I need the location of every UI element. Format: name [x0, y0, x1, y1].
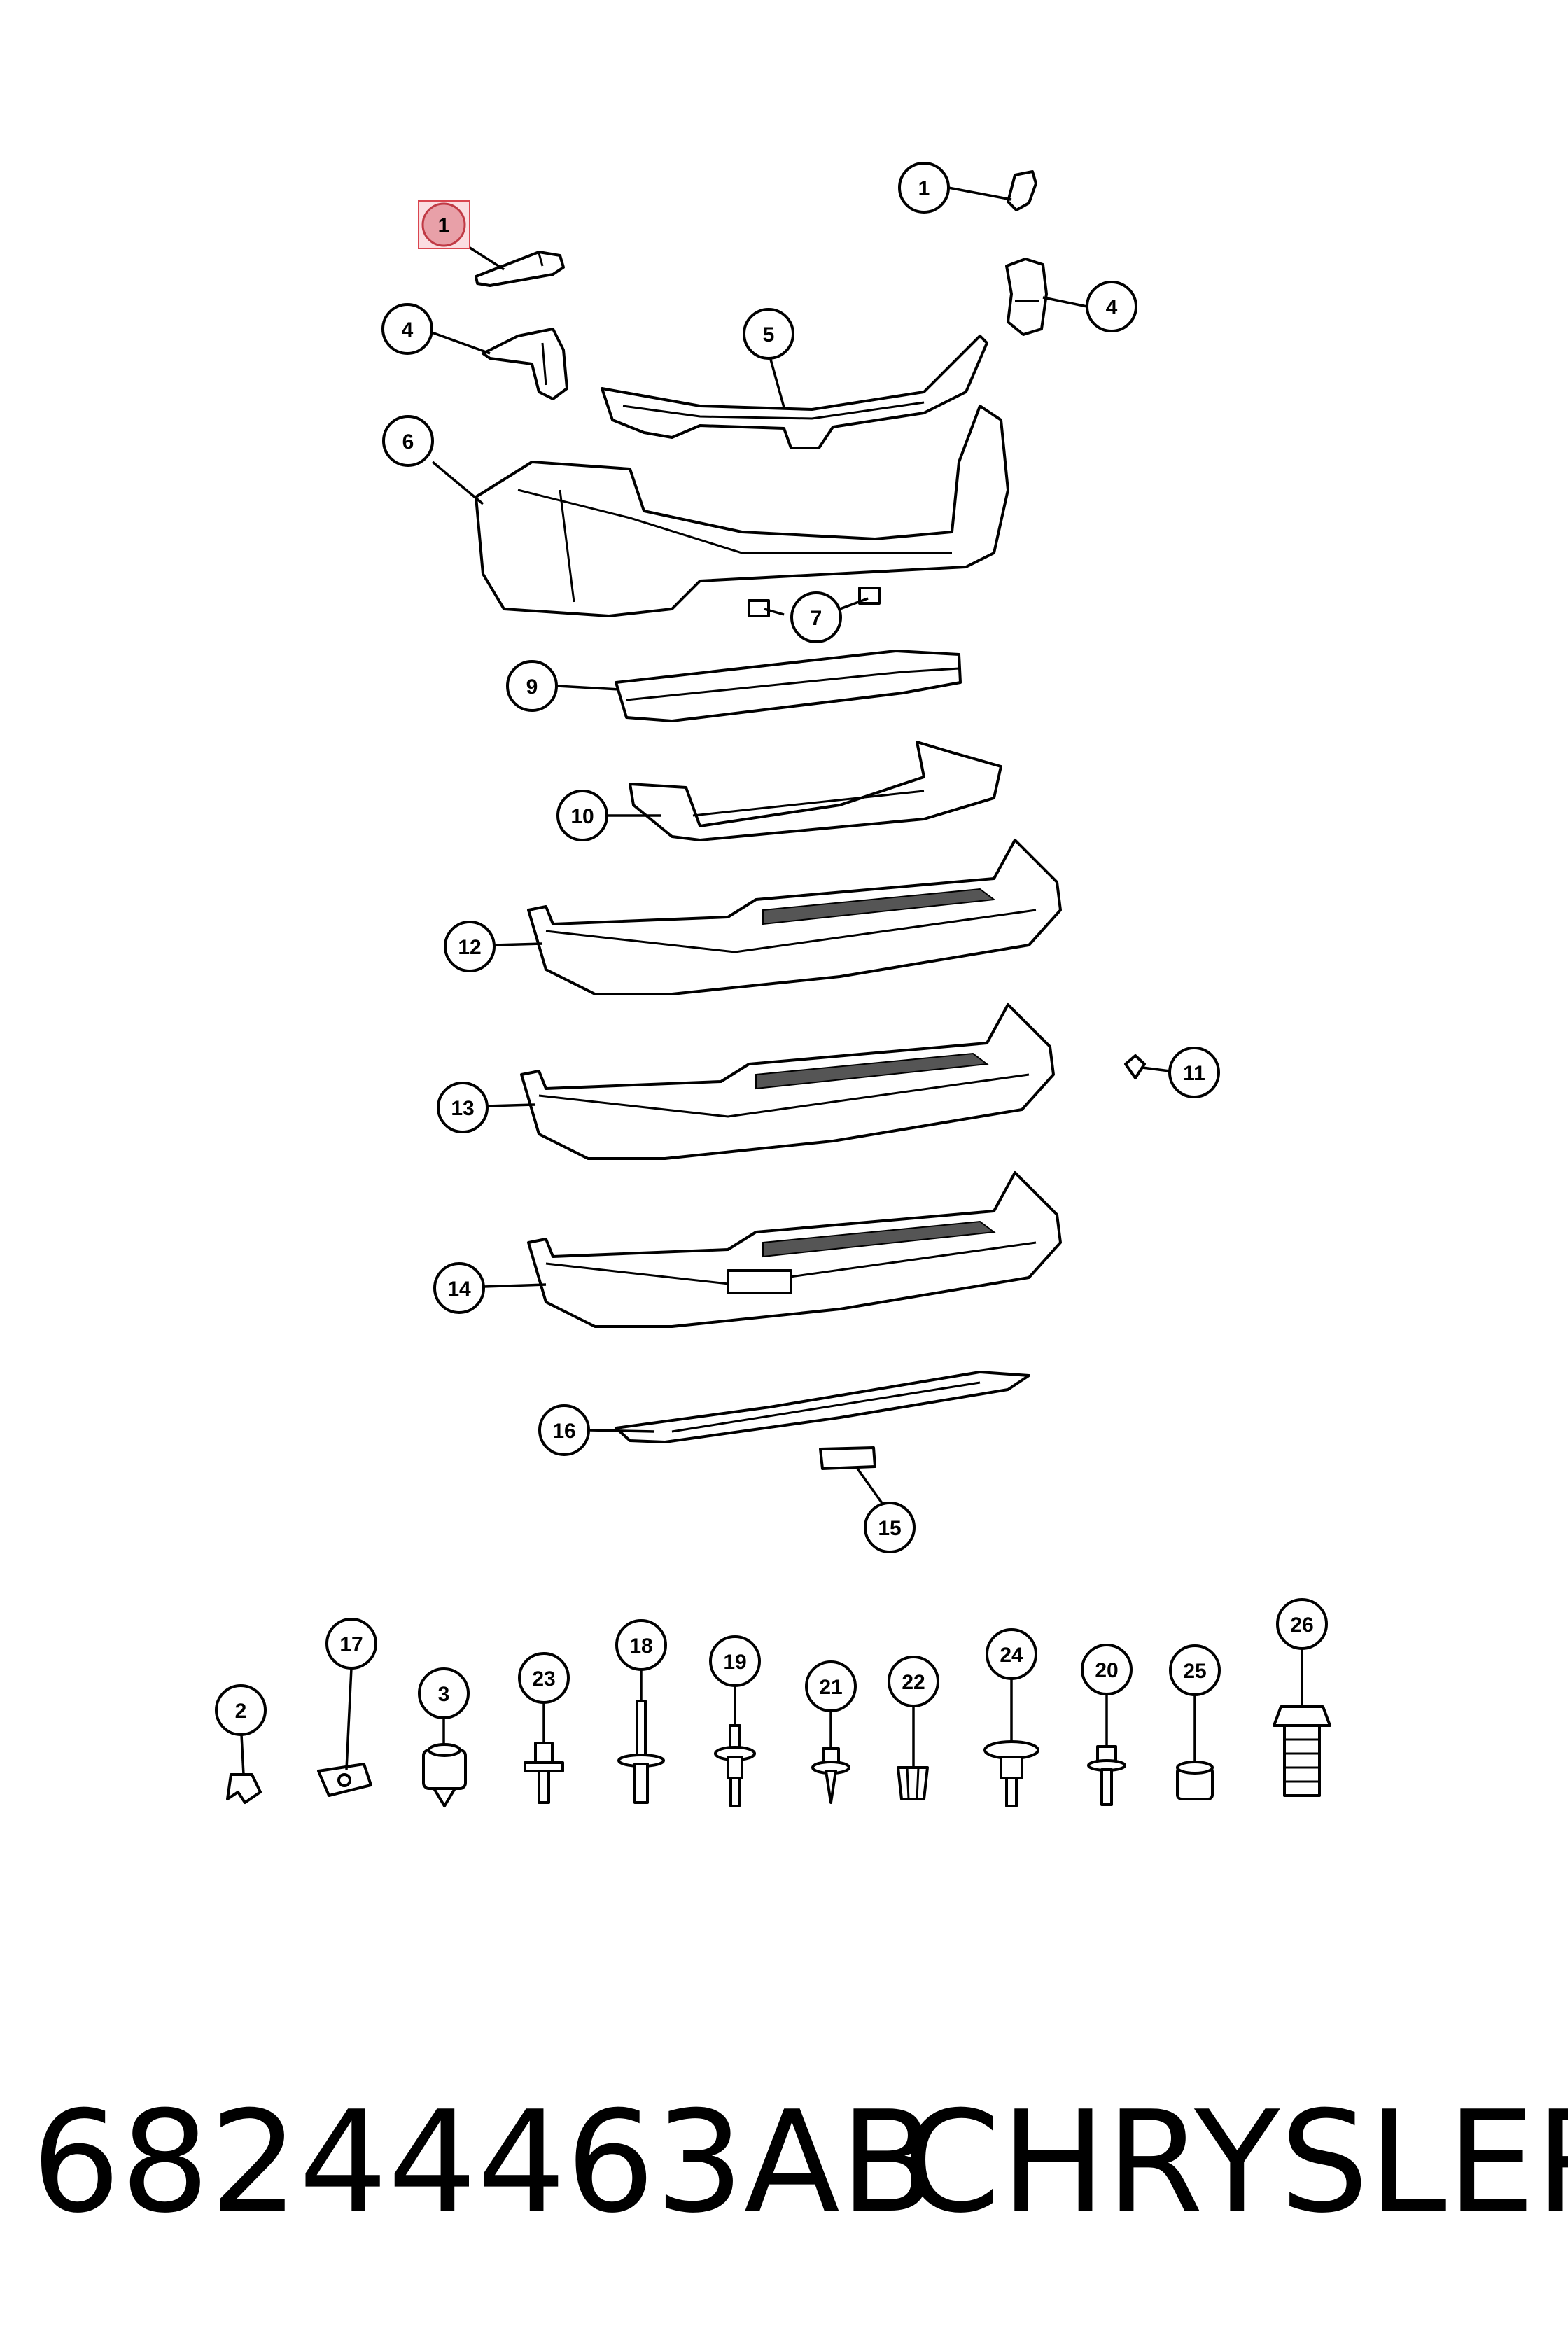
part-9-beam[interactable] [615, 650, 962, 722]
fastener-26[interactable] [1273, 1705, 1331, 1797]
callout-18[interactable]: 18 [615, 1619, 667, 1671]
fastener-17[interactable] [317, 1763, 372, 1797]
fastener-19[interactable] [714, 1724, 756, 1807]
callout-label: 20 [1095, 1659, 1118, 1682]
callout-label: 10 [570, 805, 594, 828]
fastener-20[interactable] [1087, 1745, 1126, 1806]
callout-label: 4 [402, 318, 414, 342]
part-4-left-bracket[interactable] [482, 328, 568, 400]
callout-label: 1 [438, 214, 450, 237]
callout-26[interactable]: 26 [1276, 1598, 1328, 1650]
callout-label: 17 [340, 1633, 363, 1656]
callout-label: 6 [402, 430, 414, 454]
callout-14[interactable]: 14 [433, 1262, 485, 1314]
callout-22[interactable]: 22 [888, 1656, 939, 1707]
callout-label: 4 [1106, 296, 1118, 319]
callout-24[interactable]: 24 [986, 1628, 1037, 1680]
callout-13[interactable]: 13 [437, 1082, 489, 1133]
callout-label: 19 [723, 1651, 746, 1674]
fastener-25[interactable] [1176, 1760, 1214, 1800]
part-number: 68244463AB [31, 2081, 936, 2244]
part-11-clip[interactable] [1124, 1054, 1146, 1079]
part-6-upper-fascia[interactable] [475, 405, 1009, 617]
callout-20[interactable]: 20 [1081, 1644, 1133, 1695]
callout-12[interactable]: 12 [444, 920, 496, 972]
callout-1-left[interactable]: 1 [418, 200, 470, 249]
callout-17[interactable]: 17 [326, 1618, 377, 1670]
fastener-18[interactable] [617, 1700, 665, 1804]
callout-label: 16 [552, 1420, 575, 1443]
callout-label: 26 [1290, 1614, 1313, 1637]
callout-label: 14 [447, 1278, 471, 1301]
callout-19[interactable]: 19 [709, 1635, 761, 1687]
part-16-skid-plate[interactable] [615, 1371, 1030, 1443]
callout-25[interactable]: 25 [1169, 1644, 1221, 1696]
callout-15[interactable]: 15 [864, 1502, 916, 1553]
brand-name: CHRYSLER [903, 2081, 1568, 2244]
part-4-right-bracket[interactable] [1005, 258, 1048, 336]
leader-lines [240, 186, 1303, 1775]
callout-16[interactable]: 16 [538, 1404, 590, 1456]
callout-label: 21 [819, 1676, 842, 1699]
fastener-21[interactable] [811, 1747, 850, 1804]
callout-1-right[interactable]: 1 [898, 162, 950, 214]
callout-4-right[interactable]: 4 [1086, 281, 1138, 332]
callout-label: 15 [878, 1517, 901, 1540]
fastener-22[interactable] [897, 1766, 929, 1800]
part-1-left-bracket[interactable] [475, 251, 565, 287]
callout-label: 7 [811, 607, 822, 630]
part-5-reinforcement[interactable] [601, 335, 988, 449]
fastener-3[interactable] [422, 1743, 467, 1807]
fastener-2[interactable] [226, 1773, 262, 1804]
callout-label: 25 [1183, 1660, 1206, 1683]
part-10-beam[interactable] [629, 741, 1002, 841]
callout-6[interactable]: 6 [382, 415, 434, 467]
callout-9[interactable]: 9 [506, 660, 558, 712]
callout-label: 5 [763, 323, 775, 346]
callout-label: 23 [532, 1667, 555, 1690]
callout-21[interactable]: 21 [805, 1660, 857, 1712]
fastener-23[interactable] [524, 1742, 564, 1804]
part-15-reflector[interactable] [819, 1446, 876, 1470]
callout-7[interactable]: 7 [790, 592, 842, 643]
callout-label: 12 [458, 936, 481, 959]
callout-label: 1 [918, 177, 930, 200]
callout-label: 11 [1183, 1062, 1205, 1085]
callout-label: 22 [902, 1671, 925, 1694]
callout-23[interactable]: 23 [518, 1652, 570, 1704]
callout-11[interactable]: 11 [1168, 1046, 1220, 1098]
callout-5[interactable]: 5 [743, 308, 794, 360]
part-13-lower-fascia[interactable] [520, 1003, 1055, 1160]
callout-label: 9 [526, 676, 538, 699]
callout-label: 13 [451, 1097, 474, 1120]
part-12-lower-fascia[interactable] [527, 839, 1062, 995]
fastener-24[interactable] [983, 1740, 1040, 1807]
callout-label: 24 [1000, 1644, 1023, 1667]
callout-2[interactable]: 2 [215, 1684, 267, 1736]
callout-label: 18 [629, 1634, 652, 1658]
part-1-right-bracket[interactable] [1007, 170, 1037, 211]
callout-10[interactable]: 10 [556, 790, 608, 841]
callout-label: 3 [438, 1683, 450, 1706]
callout-4-left[interactable]: 4 [382, 303, 433, 355]
callout-label: 2 [235, 1700, 247, 1723]
part-14-lower-fascia[interactable] [527, 1171, 1062, 1328]
callout-3[interactable]: 3 [418, 1667, 470, 1719]
